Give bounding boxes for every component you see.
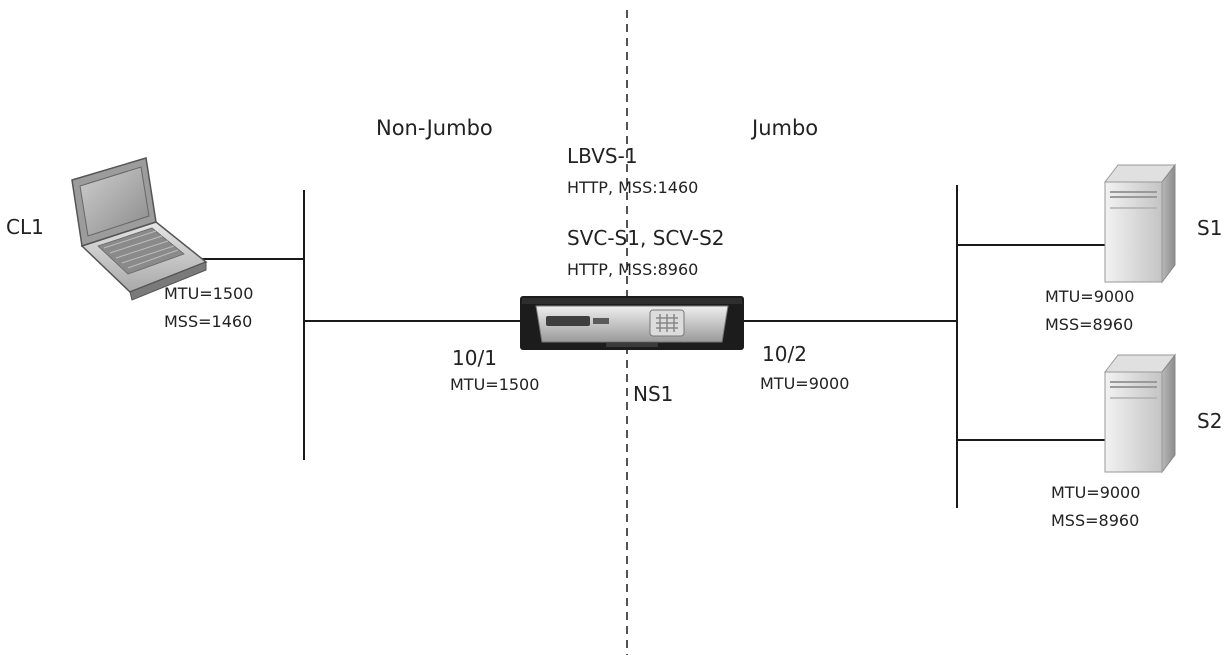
- client-mss: MSS=1460: [164, 312, 253, 331]
- services-detail: HTTP, MSS:8960: [567, 260, 699, 279]
- server1-name: S1: [1197, 216, 1223, 240]
- services-name: SVC-S1, SCV-S2: [567, 226, 725, 250]
- zone-label-non-jumbo: Non-Jumbo: [376, 116, 493, 140]
- interface-left-mtu: MTU=1500: [450, 375, 540, 394]
- server2-mss: MSS=8960: [1051, 511, 1140, 530]
- client-name: CL1: [6, 215, 44, 239]
- server1-icon: [1103, 163, 1177, 284]
- server1-mss: MSS=8960: [1045, 315, 1134, 334]
- client-mtu: MTU=1500: [164, 284, 254, 303]
- zone-label-jumbo: Jumbo: [752, 116, 819, 140]
- server1-mtu: MTU=9000: [1045, 287, 1135, 306]
- server2-icon: [1103, 353, 1177, 474]
- vserver-detail: HTTP, MSS:1460: [567, 178, 699, 197]
- netscaler-appliance-icon: [520, 296, 744, 350]
- vserver-name: LBVS-1: [567, 144, 638, 168]
- interface-right-port: 10/2: [762, 342, 807, 366]
- server2-mtu: MTU=9000: [1051, 483, 1141, 502]
- appliance-name: NS1: [633, 382, 674, 406]
- interface-left-port: 10/1: [452, 346, 497, 370]
- interface-right-mtu: MTU=9000: [760, 374, 850, 393]
- laptop-icon: [71, 157, 208, 301]
- server2-name: S2: [1197, 409, 1223, 433]
